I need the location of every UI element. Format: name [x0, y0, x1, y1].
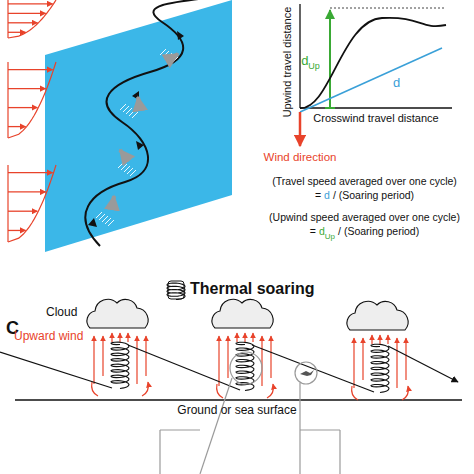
formula-text: (Travel speed averaged over one cycle) — [272, 175, 457, 187]
variable: d — [319, 225, 325, 237]
axis-label: Upwind travel distance — [281, 7, 294, 118]
text-row: (Travel speed averaged over one cycle) — [272, 170, 460, 189]
formula-text: / (Soaring period) — [333, 189, 414, 201]
subscript: Up — [325, 232, 335, 241]
bird-headings — [112, 54, 178, 210]
text-row: dUp — [301, 50, 323, 72]
x-axis — [300, 107, 452, 108]
sea-surface — [45, 0, 232, 252]
formula-text: = — [315, 189, 321, 201]
soaring-trajectory — [85, 0, 218, 246]
variable: d — [301, 53, 308, 68]
glide-path — [0, 345, 458, 392]
text-row: (Upwind speed averaged over one cycle) — [269, 206, 463, 225]
formula-text: (Upwind speed averaged over one cycle) — [269, 211, 460, 223]
wind-label: Wind direction — [264, 151, 337, 164]
formula-text: / (Soaring period) — [338, 225, 419, 237]
callout-label: Cloud — [46, 306, 77, 320]
variable: d — [392, 76, 401, 91]
zoom-callouts — [160, 352, 340, 474]
variable: d — [324, 189, 330, 201]
d-up-tick — [325, 107, 335, 109]
thermal-icon — [167, 281, 185, 300]
trajectory-hatching — [96, 49, 178, 226]
d-line — [300, 48, 442, 112]
text-row: =dUp/ (Soaring period) — [310, 220, 422, 242]
text-row: =d/ (Soaring period) — [315, 184, 417, 203]
y-axis — [299, 4, 300, 108]
d-up-arrow — [329, 10, 331, 108]
wind-arrow — [299, 112, 302, 146]
callout-label: Ground or sea surface — [177, 404, 296, 418]
formula-text: = — [310, 225, 316, 237]
bird — [300, 370, 314, 376]
axis-label: Crosswind travel distance — [312, 112, 439, 125]
trajectory-heads — [88, 31, 184, 227]
callout-label: Upward wind — [14, 330, 83, 344]
ground-line — [15, 399, 462, 401]
subscript: Up — [308, 61, 320, 71]
thermals — [87, 299, 408, 400]
panel-title: Thermal soaring — [190, 280, 314, 298]
wind-profiles — [8, 0, 56, 242]
travel-curve — [300, 18, 446, 108]
max-guide — [330, 8, 445, 9]
